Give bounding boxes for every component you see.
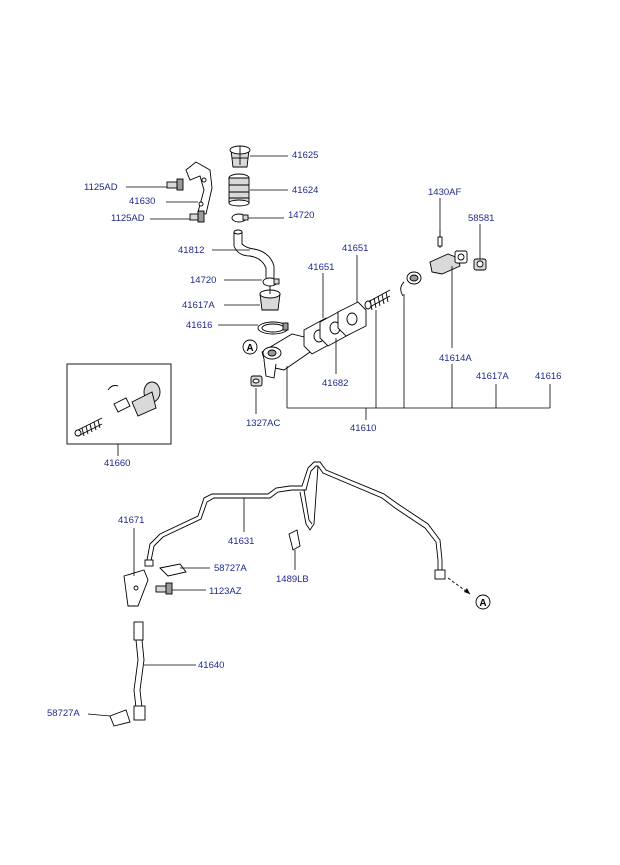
bracket-41610 [286, 294, 551, 420]
part-label-58727A-upper: 58727A [214, 563, 247, 574]
pin-1430AF [437, 230, 443, 248]
plug-1327AC [250, 375, 263, 387]
part-label-41660: 41660 [104, 458, 130, 469]
bolt-1123AZ [155, 582, 173, 595]
part-label-41640: 41640 [198, 660, 224, 671]
part-label-41617A-lower: 41617A [476, 371, 509, 382]
bracket-41671 [123, 569, 149, 607]
boot [406, 271, 422, 285]
reference-letter: A [479, 598, 486, 609]
part-label-1327AC: 1327AC [246, 418, 280, 429]
reference-letter: A [246, 343, 253, 354]
seal-41616-upper [257, 321, 289, 335]
part-label-1123AZ: 1123AZ [209, 586, 242, 597]
part-label-41812: 41812 [178, 245, 204, 256]
part-label-41631: 41631 [228, 536, 254, 547]
part-label-1125AD-upper: 1125AD [84, 182, 118, 193]
part-label-41616-lower: 41616 [535, 371, 561, 382]
reservoir-41624 [228, 173, 250, 207]
part-label-41614A: 41614A [439, 353, 472, 364]
snap-ring [400, 281, 405, 297]
reservoir-cap-41625 [229, 145, 251, 168]
reference-circle-a-lower: A [475, 594, 491, 610]
piston-spring [364, 289, 391, 311]
reference-circle-a-upper: A [242, 339, 258, 355]
clamp-14720-lower [262, 277, 280, 287]
master-cylinder-body [261, 333, 311, 379]
part-labels: 41625 41624 14720 1125AD 41630 1125AD 41… [47, 150, 561, 719]
part-label-41624: 41624 [292, 185, 318, 196]
bolt-1125AD-upper [166, 178, 184, 191]
repair-kit-inset-41660 [66, 363, 172, 445]
clip-1489LB [288, 529, 301, 551]
gasket-41651-b [337, 301, 367, 337]
clip-58727A-lower [109, 709, 131, 727]
part-label-14720-upper: 14720 [288, 210, 314, 221]
fitting-41617A-upper [259, 286, 281, 311]
part-label-41682: 41682 [322, 378, 348, 389]
pushrod-clevis-41614A [429, 250, 468, 275]
part-label-41651-right: 41651 [342, 243, 368, 254]
bolt-1125AD-lower [189, 210, 205, 223]
part-label-41630: 41630 [129, 196, 155, 207]
bracket-41630 [185, 161, 213, 215]
clamp-14720-upper [231, 213, 249, 223]
clutch-pipe-41631 [144, 461, 446, 580]
hose-41812 [233, 229, 275, 278]
part-label-58581: 58581 [468, 213, 494, 224]
part-label-14720-lower: 14720 [190, 275, 216, 286]
nut-58581 [473, 258, 487, 271]
part-label-1489LB: 1489LB [276, 574, 309, 585]
part-label-41651-left: 41651 [308, 262, 334, 273]
part-label-41625: 41625 [292, 150, 318, 161]
part-label-41617A-upper: 41617A [182, 300, 215, 311]
part-label-41616-upper: 41616 [186, 320, 212, 331]
part-label-1430AF: 1430AF [428, 187, 461, 198]
part-label-41610: 41610 [350, 423, 376, 434]
part-label-41671: 41671 [118, 515, 144, 526]
clip-58727A-upper [159, 563, 187, 577]
leader-lines [87, 155, 481, 717]
hose-41640 [133, 621, 146, 721]
part-label-1125AD-lower: 1125AD [111, 213, 145, 224]
ref-arrow [447, 577, 471, 595]
part-label-58727A-lower: 58727A [47, 708, 80, 719]
